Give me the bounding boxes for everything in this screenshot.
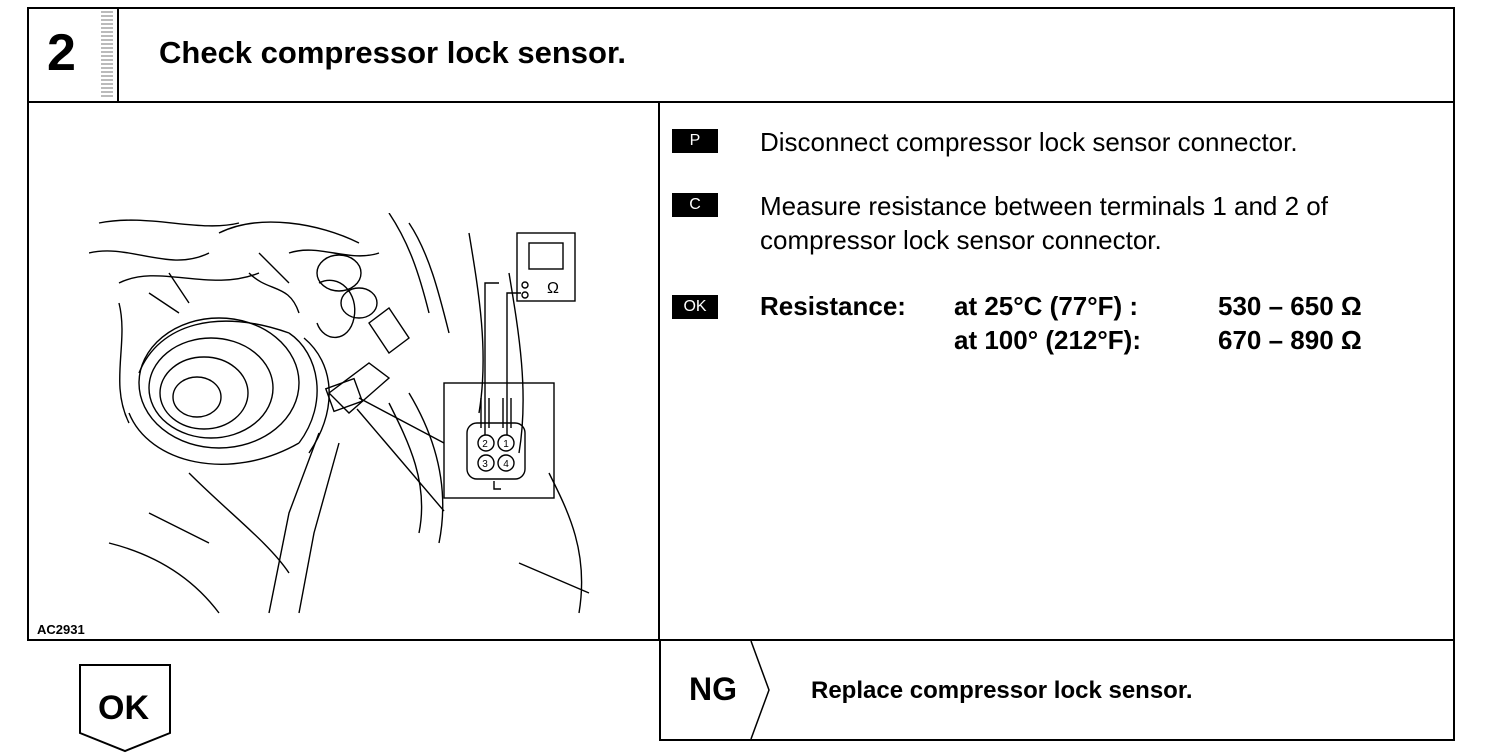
ng-action-text: Replace compressor lock sensor. bbox=[811, 677, 1193, 704]
ohm-symbol: Ω bbox=[547, 280, 559, 297]
spec-condition: at 25°C (77°F) : bbox=[954, 291, 1139, 321]
terminal-label-2: 2 bbox=[482, 439, 488, 450]
step-number-box: 2 bbox=[29, 9, 119, 101]
badge-ok: OK bbox=[672, 295, 718, 319]
instruction-text: Measure resistance between terminals 1 a… bbox=[760, 191, 1328, 255]
terminal-label-4: 4 bbox=[503, 459, 509, 470]
ok-tab-shape bbox=[79, 664, 171, 753]
compressor-illustration: 2 1 3 4 Ω bbox=[89, 213, 590, 614]
ng-chevron-icon bbox=[750, 641, 770, 739]
instruction-panel: P Disconnect compressor lock sensor conn… bbox=[660, 103, 1455, 639]
step-title: Check compressor lock sensor. bbox=[159, 35, 626, 70]
ng-label: NG bbox=[689, 671, 737, 707]
badge-check: C bbox=[672, 193, 718, 217]
illustration-panel: 2 1 3 4 Ω AC2931 bbox=[29, 103, 660, 639]
ok-tab-label: OK bbox=[98, 689, 149, 727]
spec-label: Resistance: bbox=[760, 291, 906, 321]
instruction-text: Disconnect compressor lock sensor connec… bbox=[760, 127, 1298, 157]
spec-condition: at 100° (212°F): bbox=[954, 325, 1141, 355]
badge-prepare: P bbox=[672, 129, 718, 153]
instruction-item: P Disconnect compressor lock sensor conn… bbox=[672, 125, 1442, 165]
procedure-frame: 2 Check compressor lock sensor. bbox=[27, 7, 1455, 641]
terminal-label-1: 1 bbox=[503, 439, 509, 450]
spec-value: 530 – 650 Ω bbox=[1218, 291, 1362, 321]
step-box-shading bbox=[101, 11, 113, 97]
step-number: 2 bbox=[47, 24, 76, 82]
instruction-item: C Measure resistance between terminals 1… bbox=[672, 189, 1442, 261]
spec-value: 670 – 890 Ω bbox=[1218, 325, 1362, 355]
terminal-label-3: 3 bbox=[482, 459, 488, 470]
ok-spec: OK Resistance: at 25°C (77°F) : 530 – 65… bbox=[672, 291, 1442, 371]
ok-result-tab: OK bbox=[78, 663, 172, 753]
ng-result-box: NG Replace compressor lock sensor. bbox=[659, 641, 1455, 741]
step-header: 2 Check compressor lock sensor. bbox=[29, 9, 1453, 103]
figure-code: AC2931 bbox=[37, 622, 85, 637]
